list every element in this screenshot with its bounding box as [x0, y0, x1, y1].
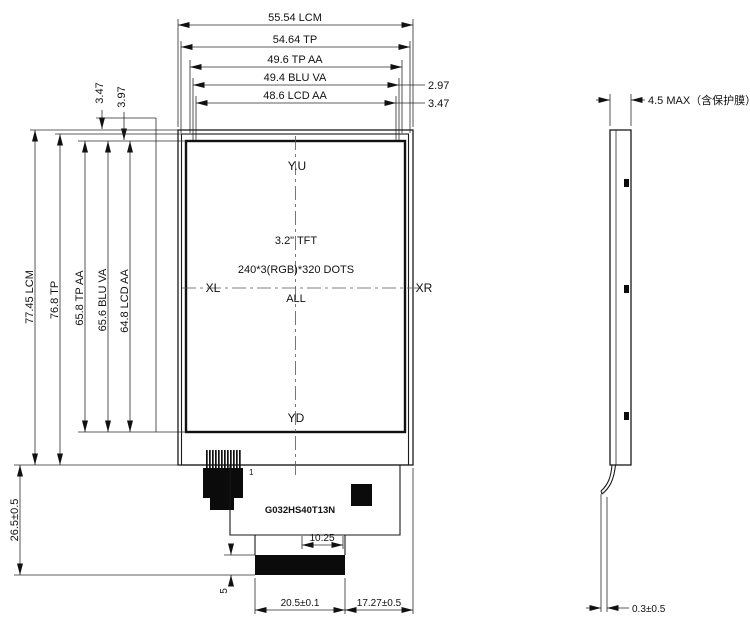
side-fpc-tail-inner — [601, 464, 617, 495]
mark-yu: Y.U — [288, 159, 306, 173]
dim-thickness: 4.5 MAX（含保护膜） — [648, 93, 750, 107]
side-mark-3 — [624, 412, 629, 420]
connector-area: 1 G032HS40T13N — [203, 450, 401, 575]
mark-yd: YD — [288, 411, 305, 425]
dim-fpc-length: 26.5±0.5 — [9, 499, 21, 542]
thickness-dimension: 4.5 MAX（含保护膜） — [596, 93, 750, 126]
spec-note: ALL — [286, 293, 306, 305]
stiffener-height-dimension: 5 — [219, 543, 255, 594]
dim-lcd-aa-width: 48.6 LCD AA — [263, 90, 327, 102]
dim-tp-height: 76.8 TP — [49, 281, 61, 319]
side-mark-2 — [624, 285, 629, 293]
side-mark-1 — [624, 179, 629, 187]
dim-right-offset: 17.27±0.5 — [357, 598, 402, 609]
module-outlines — [96, 117, 414, 466]
left-gap-dimensions: 3.47 3.97 — [94, 82, 128, 140]
right-gap-dimensions: 2.97 3.47 — [396, 80, 449, 110]
dim-gap-right-2: 3.47 — [428, 98, 449, 110]
dim-lcd-aa-height: 64.8 LCD AA — [119, 269, 131, 333]
centerlines — [182, 136, 428, 477]
center-labels: Y.U 3.2" TFT 240*3(RGB)*320 DOTS ALL XL … — [206, 159, 433, 425]
dim-tp-width: 54.64 TP — [273, 34, 317, 46]
spec-size: 3.2" TFT — [275, 235, 317, 247]
mark-xr: XR — [416, 281, 433, 295]
dim-lcm-width: 55.54 LCM — [268, 12, 322, 24]
left-dimensions: 77.45 LCM 76.8 TP 65.8 TP AA 65.6 BLU VA… — [9, 130, 133, 575]
dim-lcm-height: 77.45 LCM — [24, 270, 36, 324]
component-block — [351, 484, 372, 506]
spec-resolution: 240*3(RGB)*320 DOTS — [238, 264, 354, 276]
side-body-outline — [609, 129, 632, 466]
dim-gap-right-1: 2.97 — [428, 80, 449, 92]
side-view: 4.5 MAX（含保护膜） 0.3±0.5 — [586, 93, 750, 615]
dim-stiffener-width: 20.5±0.1 — [281, 598, 320, 609]
dim-gap-left-2: 3.97 — [116, 86, 128, 107]
stiffener-bar — [255, 555, 345, 575]
dim-tp-aa-height: 65.8 TP AA — [74, 270, 86, 326]
dim-blu-va-width: 49.4 BLU VA — [264, 72, 327, 84]
dim-stiffener-height: 5 — [219, 588, 230, 594]
fpc-tail-width-dimension: 10.25 — [301, 533, 344, 549]
front-view: 55.54 LCM 54.64 TP 49.6 TP AA 49.4 BLU V… — [9, 12, 449, 614]
dim-tp-aa-width: 49.6 TP AA — [267, 54, 323, 66]
connector-body — [203, 468, 243, 498]
top-dimensions: 55.54 LCM 54.64 TP 49.6 TP AA 49.4 BLU V… — [178, 12, 413, 106]
pin1-label: 1 — [249, 468, 254, 477]
side-fpc-tail-outer — [600, 464, 613, 492]
dim-fpc-thickness: 0.3±0.5 — [632, 604, 666, 615]
fpc-outline — [229, 465, 401, 536]
connector-tab — [210, 498, 234, 510]
part-number: G032HS40T13N — [265, 505, 335, 516]
connector-pins — [206, 450, 242, 470]
bottom-dimensions: 20.5±0.1 17.27±0.5 — [254, 468, 414, 614]
mark-xl: XL — [206, 281, 221, 295]
tp-outline — [180, 133, 410, 466]
dim-gap-left-1: 3.47 — [94, 82, 106, 103]
fpc-thickness-dimension: 0.3±0.5 — [586, 494, 666, 615]
dim-tail-width: 10.25 — [309, 533, 334, 544]
dim-blu-va-height: 65.6 BLU VA — [97, 268, 109, 331]
